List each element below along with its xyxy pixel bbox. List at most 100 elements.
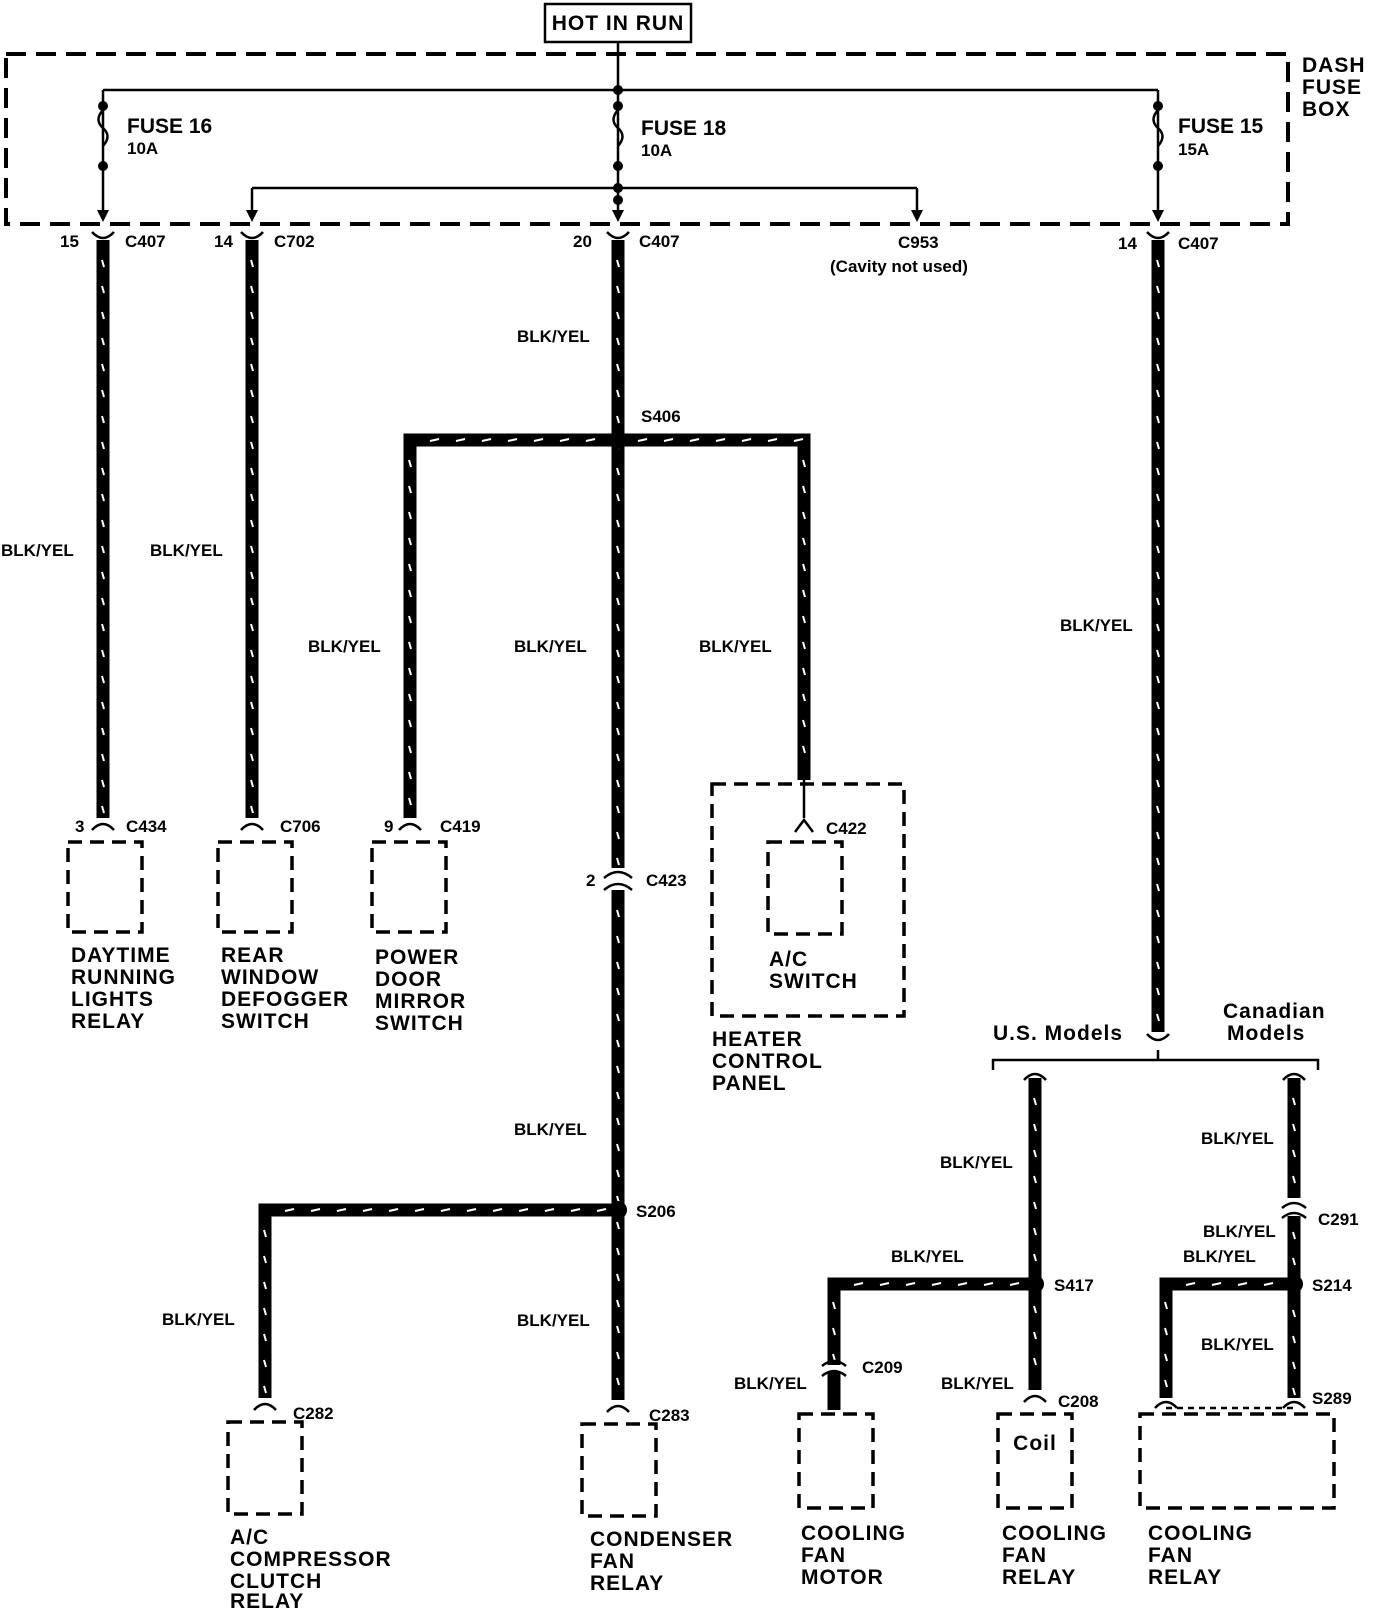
wire-stripe [408,667,412,676]
fuse-box-bus [97,42,1164,222]
wire-stripe [101,753,105,762]
wire-stripe [1033,1201,1037,1210]
connector-c282: C282 [293,1404,334,1423]
cooling-fan-motor-box [797,1412,875,1510]
wire-color-17: BLK/YEL [1183,1247,1256,1266]
splice-s214: S214 [1312,1276,1352,1295]
wire-stripe [616,987,620,996]
wire-stripe [616,1273,620,1282]
wire-stripe [715,438,726,442]
wire-stripe [101,285,105,294]
wire-stripe [1156,1013,1160,1022]
wire-stripe [1033,1305,1037,1314]
defogger-switch-label: REAR WINDOW DEFOGGER SWITCH [221,944,349,1033]
wire-stripe [263,1385,267,1394]
wire-stripe [1156,701,1160,710]
wire-stripe [101,467,105,476]
wire-stripe [1156,363,1160,372]
wire-stripe [429,438,440,442]
svg-text:RELAY: RELAY [71,1010,145,1033]
svg-text:A/C: A/C [230,1526,269,1549]
splice-s289: S289 [1312,1389,1352,1408]
wire-stripe [616,779,620,788]
wire-stripe [802,485,806,494]
inline-connectors [821,1201,1307,1377]
wire-stripe [1156,935,1160,944]
svg-text:DEFOGGER: DEFOGGER [221,988,349,1011]
svg-text:HEATER: HEATER [712,1028,803,1051]
wire-stripe [362,1208,373,1212]
wire-stripe [250,493,254,502]
wire-stripe [101,649,105,658]
compressor-relay-label: A/C COMPRESSOR CLUTCH RELAY [230,1526,391,1608]
wire-stripe [596,1208,607,1212]
pin-3: 3 [75,817,84,836]
wire-stripe [616,1299,620,1308]
wire-stripe [101,389,105,398]
canadian-models-label-2: Models [1227,1022,1305,1045]
connector-c702: C702 [274,232,315,251]
wire-stripe [1009,1282,1020,1286]
fuse-box-label-1: DASH [1302,54,1366,77]
wire-stripe [1292,1149,1296,1158]
wire-stripe [408,693,412,702]
svg-text:POWER: POWER [375,946,459,969]
wire-stripe [741,438,752,442]
wire-stripe [1156,805,1160,814]
drl-relay-box [66,840,144,934]
wire-color-8: BLK/YEL [514,1120,587,1139]
wire-stripe [1033,1123,1037,1132]
wire-color-7: BLK/YEL [1060,616,1133,635]
wire-stripe [1156,883,1160,892]
wire-stripe [616,1091,620,1100]
wire-stripe [1156,727,1160,736]
wire-color-14: BLK/YEL [941,1374,1014,1393]
splice-s214-node [1285,1275,1303,1293]
wire-color-9: BLK/YEL [162,1310,235,1329]
wire-color-11: BLK/YEL [940,1153,1013,1172]
wire-stripe [616,649,620,658]
wire-stripe [1292,1335,1296,1344]
wire-stripe [284,1208,295,1212]
wire-stripe [1156,597,1160,606]
svg-text:PANEL: PANEL [712,1072,787,1095]
connector-c208: C208 [1058,1392,1099,1411]
wire-stripe [408,719,412,728]
wire-stripe [559,438,570,442]
wire-color-3: BLK/YEL [517,327,590,346]
wire-stripe [250,701,254,710]
wire-stripe [263,1255,267,1264]
wire-color-10: BLK/YEL [517,1311,590,1330]
wire-stripe [616,1247,620,1256]
wire-stripe [616,1143,620,1152]
wire-color-4: BLK/YEL [308,637,381,656]
svg-text:REAR: REAR [221,944,285,967]
heater-control-panel-box [710,782,906,1018]
wire-stripe [101,701,105,710]
condenser-relay-label: CONDENSER FAN RELAY [590,1528,732,1595]
wire-stripe [533,438,544,442]
wire-stripe [250,779,254,788]
wire-stripe [466,1208,477,1212]
wire-stripe [250,389,254,398]
fuse-box-label-2: FUSE [1302,76,1362,99]
wire-stripe [637,438,648,442]
wire-stripe [616,363,620,372]
connector-c422: C422 [826,819,867,838]
svg-text:FAN: FAN [1148,1544,1193,1567]
wire-stripe [408,771,412,780]
wire-stripe [101,571,105,580]
wire-stripe [802,511,806,520]
wire-color-5: BLK/YEL [514,637,587,656]
component-connectors [91,780,1306,1413]
pin-9: 9 [384,817,393,836]
wire-stripe [1156,259,1160,268]
wire-stripe [250,675,254,684]
wire-stripe [802,641,806,650]
wire-stripe [879,1282,890,1286]
wire-stripe [1156,571,1160,580]
pin-2: 2 [586,871,595,890]
wire-stripe [1156,311,1160,320]
wire-stripe [481,438,492,442]
wire-stripe [250,337,254,346]
